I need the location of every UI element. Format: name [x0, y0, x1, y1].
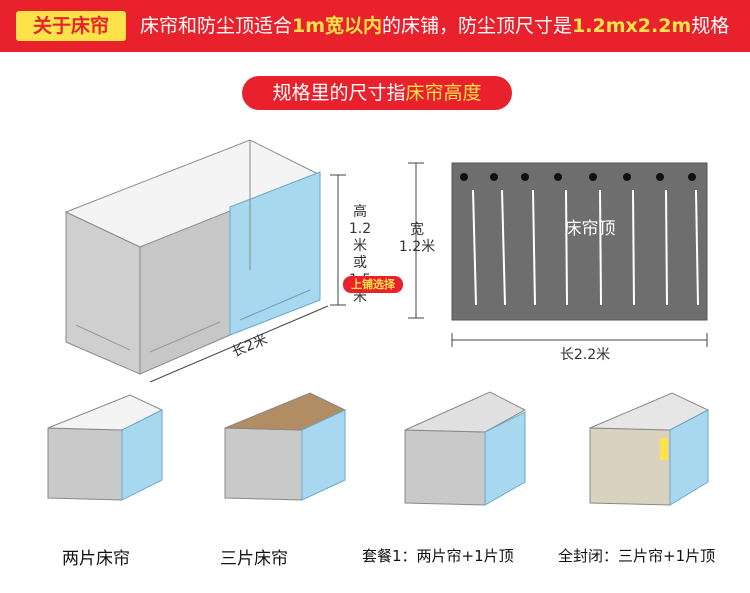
size-note-pill: 规格里的尺寸指床帘高度: [242, 76, 512, 110]
grommet-7: [656, 173, 664, 181]
bunk-option-badge: 上铺选择: [343, 276, 403, 293]
roof-diagram: [451, 162, 708, 321]
headline-highlight-width: 1m宽以内: [292, 15, 383, 37]
size-note-accent: 床帘高度: [405, 82, 482, 104]
roof-width-dimension: [408, 162, 424, 319]
roof-width-label: 宽 1.2米: [396, 222, 438, 256]
roof-length-label: 长2.2米: [559, 347, 611, 363]
headline-part-1: 床帘和防尘顶适合: [140, 15, 293, 37]
grommet-2: [490, 173, 498, 181]
headline-highlight-size: 1.2mx2.2m: [572, 15, 692, 37]
grommet-6: [623, 173, 631, 181]
thumb-package-one: [404, 391, 527, 506]
grommet-8: [688, 173, 696, 181]
caption-two-curtains: 两片床帘: [62, 549, 130, 569]
length-dimension: [149, 305, 329, 383]
roof-length-dimension: [451, 333, 708, 347]
headline-part-3: 的床铺，防尘顶尺寸是: [382, 15, 573, 37]
roof-width-line-2: 1.2米: [398, 239, 436, 255]
size-note-prefix: 规格里的尺寸指: [272, 82, 406, 104]
caption-fully-enclosed: 全封闭：三片帘+1片顶: [558, 547, 716, 565]
roof-width-line-1: 宽: [410, 222, 424, 238]
caption-package-one: 套餐1：两片帘+1片顶: [362, 547, 514, 565]
caption-three-curtains: 三片床帘: [220, 549, 288, 569]
grommet-3: [521, 173, 529, 181]
height-line-2: 1.2米: [348, 221, 372, 254]
main-bed-diagram: [64, 139, 322, 375]
top-banner: 关于床帘 床帘和防尘顶适合1m宽以内的床铺，防尘顶尺寸是1.2mx2.2m规格: [0, 0, 750, 52]
thumb-fully-enclosed: [589, 392, 710, 506]
headline-part-5: 规格: [691, 15, 730, 37]
thumb-three-curtains: [224, 392, 347, 501]
grommet-1: [460, 173, 468, 181]
about-curtain-tag: 关于床帘: [16, 11, 126, 41]
grommet-4: [554, 173, 562, 181]
roof-label: 床帘顶: [564, 219, 616, 239]
height-line-1: 高: [353, 204, 367, 220]
headline-text: 床帘和防尘顶适合1m宽以内的床铺，防尘顶尺寸是1.2mx2.2m规格: [140, 11, 750, 41]
height-dimension: [330, 174, 346, 306]
height-line-3: 或: [353, 255, 367, 271]
grommet-5: [589, 173, 597, 181]
thumb-two-curtains: [47, 394, 164, 501]
